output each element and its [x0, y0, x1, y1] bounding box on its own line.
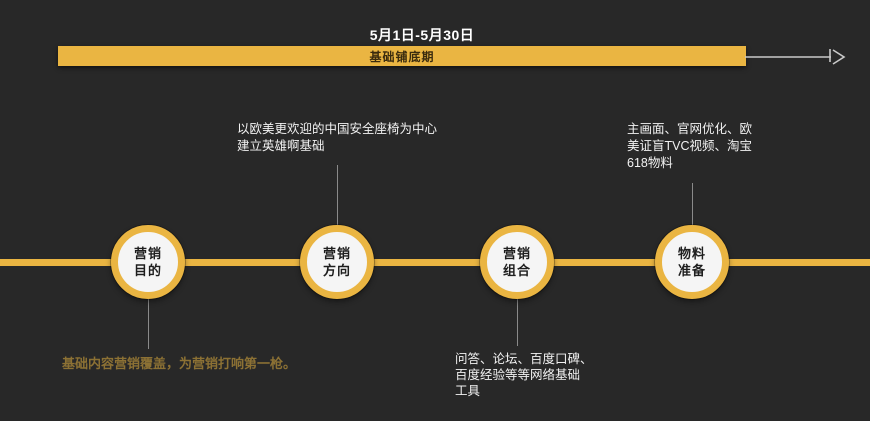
- phase-banner-label: 基础铺底期: [369, 49, 435, 64]
- milestone-label-line: 营销: [133, 246, 162, 261]
- milestone-label-line: 营销: [502, 246, 531, 261]
- note-line: 618物料: [627, 156, 673, 170]
- connector-milestone-3: [517, 299, 518, 346]
- milestone-materials-prep: 物料 准备: [655, 225, 729, 299]
- milestone-marketing-direction: 营销 方向: [300, 225, 374, 299]
- date-range-label: 5月1日-5月30日: [369, 27, 475, 43]
- note-line: 基础内容营销覆盖，为营销打响第一枪。: [62, 356, 297, 371]
- milestone-marketing-goal: 营销 目的: [111, 225, 185, 299]
- note-marketing-mix: 问答、论坛、百度口碑、 百度经验等等网络基础 工具: [455, 351, 593, 399]
- note-line: 建立英雄啊基础: [237, 139, 325, 153]
- note-line: 问答、论坛、百度口碑、: [455, 352, 593, 366]
- note-materials-prep: 主画面、官网优化、欧 美证盲TVC视频、淘宝 618物料: [627, 121, 752, 172]
- milestone-label-line: 组合: [502, 263, 531, 278]
- milestone-label-line: 准备: [677, 263, 706, 278]
- connector-milestone-4: [692, 183, 693, 225]
- milestone-label-line: 方向: [322, 263, 351, 278]
- note-marketing-goal: 基础内容营销覆盖，为营销打响第一枪。: [62, 355, 296, 372]
- connector-milestone-1: [148, 299, 149, 349]
- note-marketing-direction: 以欧美更欢迎的中国安全座椅为中心 建立英雄啊基础: [237, 121, 437, 155]
- note-line: 百度经验等等网络基础: [455, 368, 581, 382]
- phase-banner: 基础铺底期: [58, 46, 746, 66]
- milestone-label-line: 物料: [677, 246, 706, 261]
- milestone-marketing-mix: 营销 组合: [480, 225, 554, 299]
- milestone-label-line: 营销: [322, 246, 351, 261]
- timeline-arrow-icon: [745, 49, 846, 65]
- note-line: 美证盲TVC视频、淘宝: [627, 139, 753, 153]
- note-line: 以欧美更欢迎的中国安全座椅为中心: [237, 122, 438, 136]
- note-line: 主画面、官网优化、欧: [627, 122, 753, 136]
- timeline-bar: [0, 259, 870, 266]
- milestone-label-line: 目的: [133, 263, 162, 278]
- connector-milestone-2: [337, 165, 338, 225]
- note-line: 工具: [455, 384, 481, 398]
